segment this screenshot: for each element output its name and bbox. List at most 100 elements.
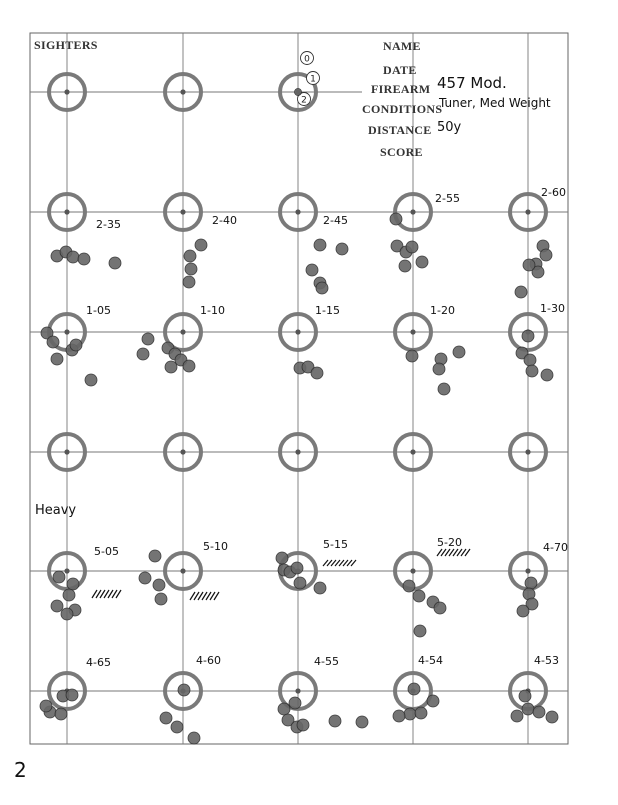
bullet-hole bbox=[523, 353, 537, 367]
target-label: 2-55 bbox=[435, 192, 460, 205]
bullet-hole bbox=[315, 281, 329, 295]
bullet-hole bbox=[170, 720, 184, 734]
bullet-hole bbox=[177, 683, 191, 697]
bullet-hole bbox=[433, 601, 447, 615]
sighter-marker-label: 2 bbox=[301, 96, 307, 106]
target-ring bbox=[508, 312, 548, 352]
target-label: 5-05 bbox=[94, 545, 119, 558]
bullet-hole bbox=[159, 711, 173, 725]
target-bullseye bbox=[180, 568, 186, 574]
bullet-hole bbox=[403, 707, 417, 721]
bullet-hole bbox=[414, 706, 428, 720]
bullet-hole bbox=[46, 335, 60, 349]
bullet-hole bbox=[290, 561, 304, 575]
target-bullseye bbox=[525, 209, 531, 215]
target-ring bbox=[278, 671, 318, 711]
target-ring bbox=[47, 671, 87, 711]
sighter-marker bbox=[306, 71, 320, 85]
sheet-border bbox=[29, 32, 569, 745]
bullet-hole bbox=[310, 366, 324, 380]
bullet-hole bbox=[50, 599, 64, 613]
bullet-hole bbox=[293, 576, 307, 590]
target-ring bbox=[47, 72, 87, 112]
bullet-hole bbox=[390, 239, 404, 253]
bullet-hole bbox=[355, 715, 369, 729]
scribble-mark bbox=[322, 559, 357, 567]
bullet-hole bbox=[275, 551, 289, 565]
scribble-mark bbox=[189, 591, 220, 601]
target-label: 1-15 bbox=[315, 304, 340, 317]
bullet-hole bbox=[305, 263, 319, 277]
target-bullseye bbox=[410, 568, 416, 574]
target-bullseye bbox=[180, 449, 186, 455]
target-label: 5-10 bbox=[203, 540, 228, 553]
target-ring bbox=[508, 432, 548, 472]
target-label: 2-35 bbox=[96, 218, 121, 231]
conditions-value: Tuner, Med Weight bbox=[439, 96, 551, 110]
bullet-hole bbox=[524, 576, 538, 590]
sighters-label: SIGHTERS bbox=[34, 38, 98, 52]
target-label: 4-70 bbox=[543, 541, 568, 554]
target-label: 1-20 bbox=[430, 304, 455, 317]
target-ring bbox=[393, 432, 433, 472]
target-label: 4-53 bbox=[534, 654, 559, 667]
bullet-hole bbox=[437, 382, 451, 396]
score-label: SCORE bbox=[380, 145, 423, 159]
bullet-hole bbox=[514, 285, 528, 299]
bullet-hole bbox=[313, 238, 327, 252]
target-ring bbox=[163, 671, 203, 711]
bullet-hole bbox=[525, 597, 539, 611]
target-bullseye bbox=[64, 568, 70, 574]
bullet-hole bbox=[545, 710, 559, 724]
bullet-hole bbox=[52, 570, 66, 584]
conditions-label: CONDITIONS bbox=[362, 102, 443, 116]
target-bullseye bbox=[295, 329, 301, 335]
bullet-hole bbox=[313, 581, 327, 595]
bullet-hole bbox=[515, 346, 529, 360]
bullet-hole bbox=[405, 349, 419, 363]
bullet-hole bbox=[136, 347, 150, 361]
bullet-hole bbox=[335, 242, 349, 256]
target-bullseye bbox=[525, 449, 531, 455]
bullet-hole bbox=[39, 699, 53, 713]
firearm-value: 457 Mod. bbox=[437, 74, 507, 92]
target-ring bbox=[278, 72, 318, 112]
bullet-hole bbox=[194, 238, 208, 252]
bullet-hole bbox=[392, 709, 406, 723]
bullet-hole bbox=[389, 212, 403, 226]
target-label: 4-55 bbox=[314, 655, 339, 668]
bullet-hole bbox=[184, 262, 198, 276]
bullet-hole bbox=[532, 705, 546, 719]
name-label: NAME bbox=[383, 39, 421, 53]
target-label: 2-45 bbox=[323, 214, 348, 227]
target-bullseye bbox=[525, 568, 531, 574]
bullet-hole bbox=[540, 368, 554, 382]
bullet-hole bbox=[281, 713, 295, 727]
firearm-label: FIREARM bbox=[371, 82, 431, 96]
target-ring bbox=[278, 312, 318, 352]
bullet-hole bbox=[426, 694, 440, 708]
target-label: 5-20 bbox=[437, 536, 462, 549]
bullet-hole bbox=[60, 607, 74, 621]
bullet-hole bbox=[301, 360, 315, 374]
bullet-hole bbox=[288, 696, 302, 710]
target-label: 4-65 bbox=[86, 656, 111, 669]
bullet-hole bbox=[182, 359, 196, 373]
distance-value: 50y bbox=[437, 120, 462, 135]
bullet-hole bbox=[182, 275, 196, 289]
bullet-hole bbox=[521, 702, 535, 716]
target-bullseye bbox=[295, 688, 301, 694]
section-label-heavy: Heavy bbox=[35, 503, 77, 518]
bullet-hole bbox=[452, 345, 466, 359]
bullet-hole bbox=[152, 578, 166, 592]
bullet-hole bbox=[77, 252, 91, 266]
target-bullseye bbox=[295, 449, 301, 455]
target-label: 2-60 bbox=[541, 186, 566, 199]
target-bullseye bbox=[410, 329, 416, 335]
bullet-hole bbox=[405, 240, 419, 254]
bullet-hole bbox=[66, 250, 80, 264]
bullet-hole bbox=[402, 579, 416, 593]
target-bullseye bbox=[180, 89, 186, 95]
target-ring bbox=[47, 432, 87, 472]
